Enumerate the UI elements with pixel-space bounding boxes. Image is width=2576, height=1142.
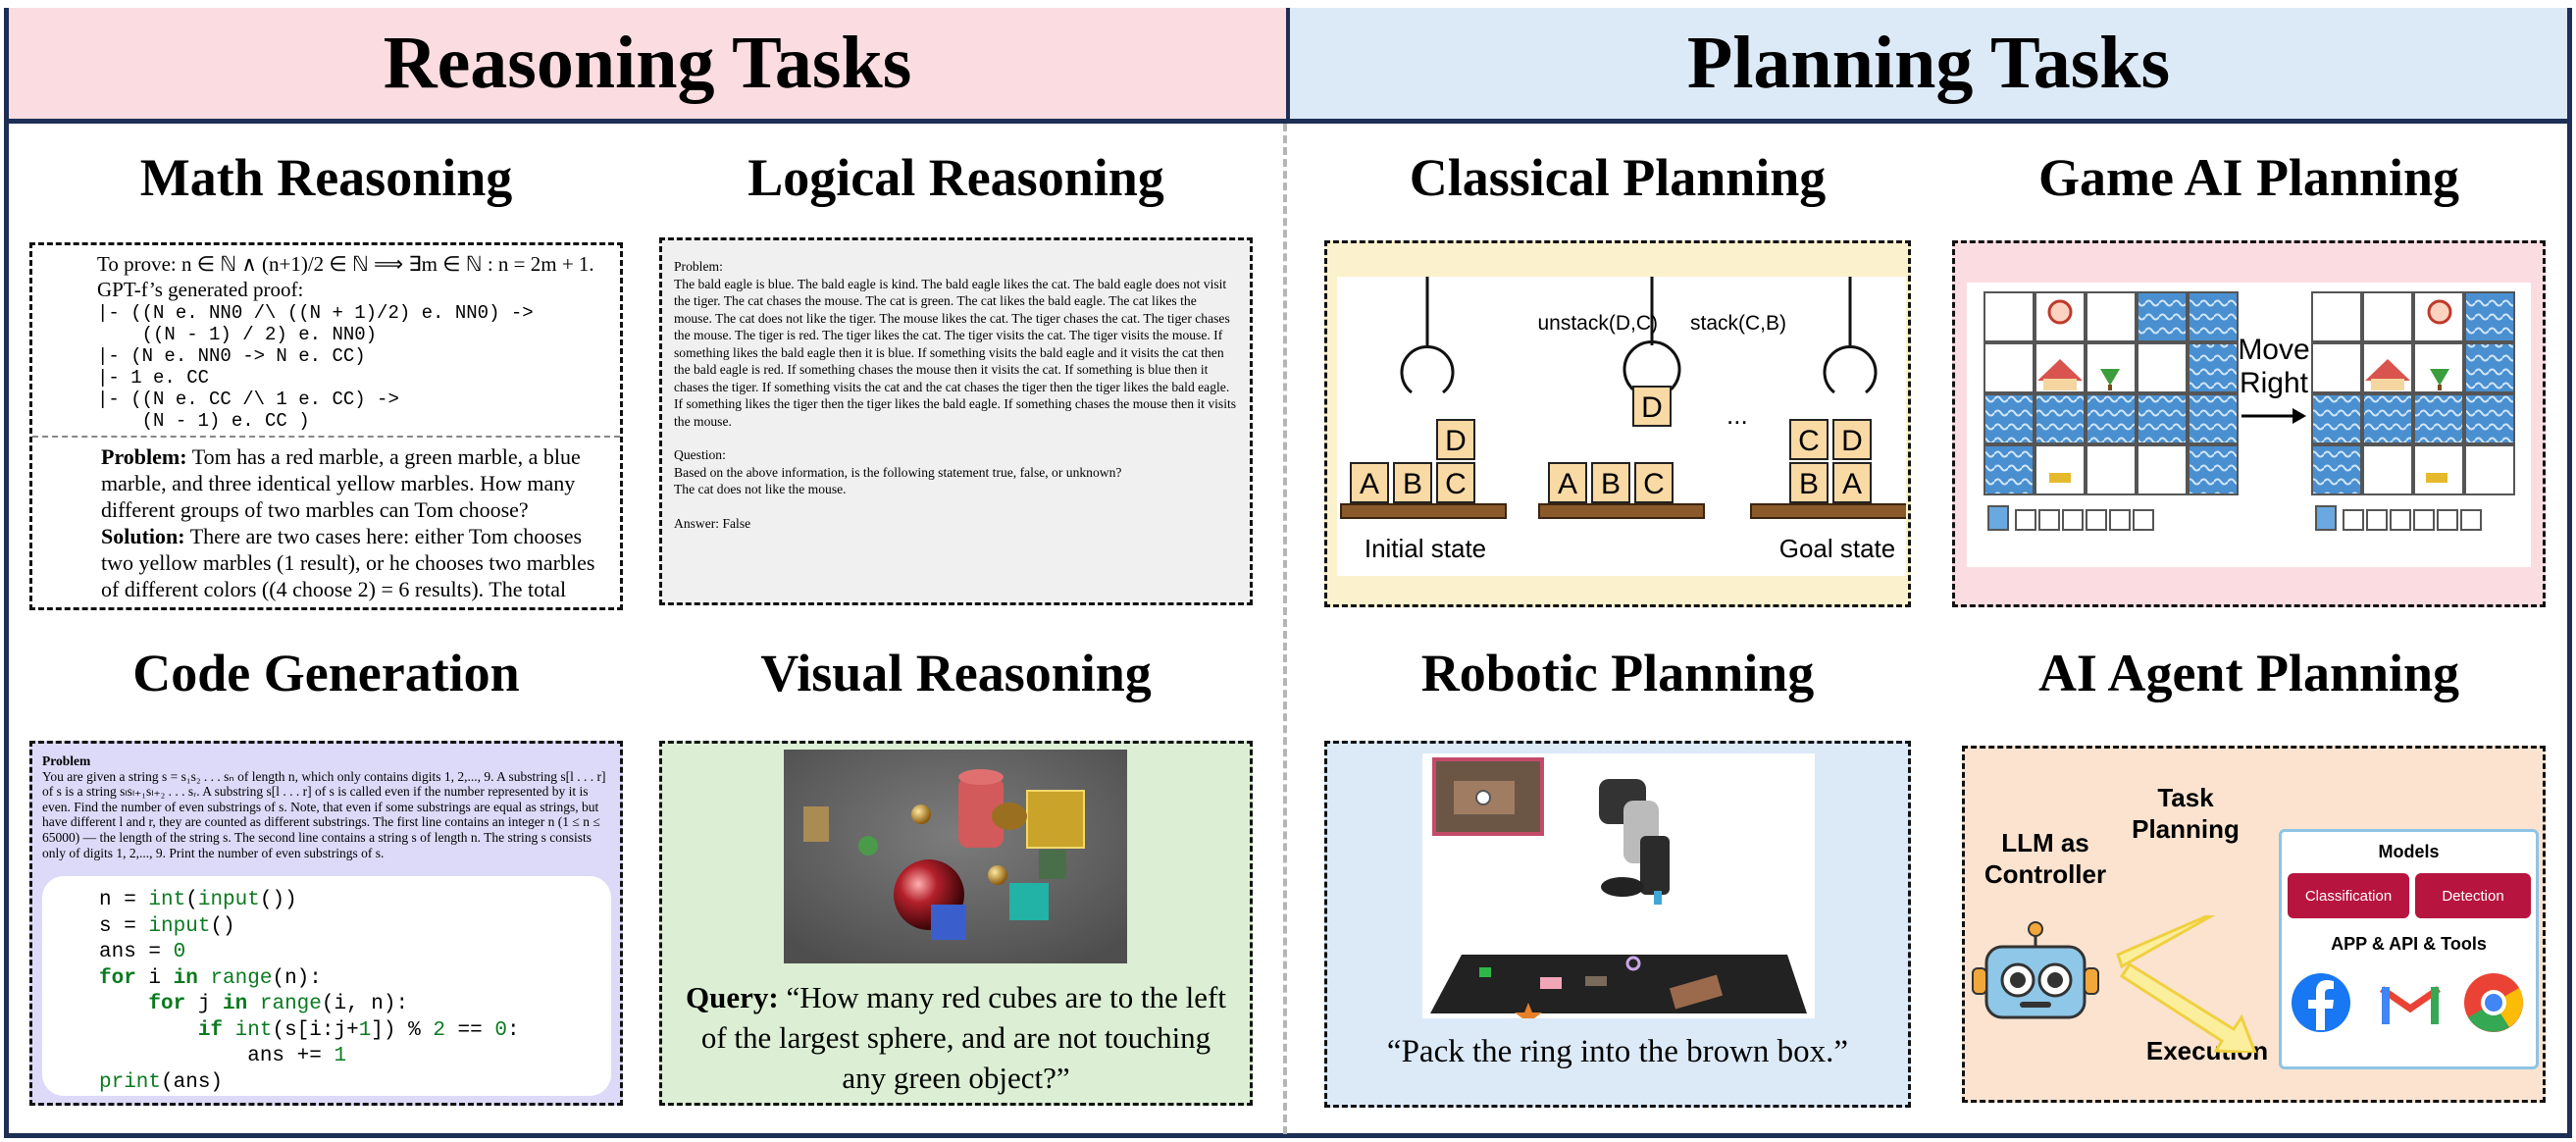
chrome-icon [2464, 973, 2523, 1032]
block-c: C [1798, 425, 1820, 457]
robot-controller-icon [1972, 915, 2257, 1053]
tools-header: APP & API & Tools [2331, 934, 2487, 954]
logic-question-label: Question: [674, 447, 726, 462]
robot-caption: “Pack the ring into the brown box.” [1386, 1034, 1849, 1069]
logic-answer: Answer: False [674, 515, 751, 531]
block-a: A [1842, 468, 1862, 500]
block-c: C [1445, 468, 1467, 500]
inventory-bar [1987, 505, 2482, 531]
title-logical: Logical Reasoning [747, 148, 1164, 207]
logic-statement: The cat does not like the mouse. [674, 482, 847, 496]
visual-panel: Query: “How many red cubes are to the le… [659, 741, 1253, 1106]
blocks-world-illustration: unstack(D,C) stack(C,B) ... A B C D D A … [1337, 277, 1906, 576]
math-proof-line: ((N - 1) / 2) e. NN0) [97, 324, 378, 345]
ellipsis: ... [1726, 400, 1748, 430]
game-grid-before [1984, 291, 2239, 495]
game-grid-illustration: Move Right [1967, 283, 2531, 567]
title-game: Game AI Planning [2037, 148, 2460, 207]
block-c: C [1643, 468, 1665, 500]
math-problem: Problem: Tom has a red marble, a green m… [101, 444, 581, 522]
models-header: Models [2378, 842, 2440, 861]
robot-scene-image [1422, 753, 1815, 1018]
title-visual: Visual Reasoning [760, 644, 1152, 702]
code-problem-text: You are given a string s = s₁s₂ . . . sₙ… [42, 768, 606, 860]
model-classification: Classification [2288, 873, 2409, 918]
game-panel: Move Right [1952, 240, 2546, 607]
section-divider [1283, 124, 1287, 1134]
block-a: A [1558, 468, 1577, 500]
move-label: Move [2238, 334, 2309, 366]
initial-state-label: Initial state [1365, 534, 1486, 563]
code-block: n = int(input()) s = input() ans = 0 for… [42, 876, 611, 1096]
models-box: Models Classification Detection APP & AP… [2279, 829, 2539, 1069]
model-detection: Detection [2415, 873, 2531, 918]
block-b: B [1799, 468, 1819, 500]
math-proof-line: |- ((N e. NN0 /\ ((N + 1)/2) e. NN0) -> [97, 302, 534, 324]
agent-panel: LLM as Controller Task Planning Executio… [1962, 746, 2546, 1103]
math-divider [32, 436, 620, 438]
robot-panel: “Pack the ring into the brown box.” [1324, 741, 1911, 1108]
block-d: D [1641, 391, 1663, 424]
gripper-3 [1823, 277, 1878, 394]
op-stack: stack(C,B) [1690, 312, 1786, 335]
facebook-icon [2292, 973, 2350, 1032]
visual-query: Query: “How many red cubes are to the le… [686, 980, 1226, 1095]
math-to-prove: To prove: n ∈ ℕ ∧ (n+1)/2 ∈ ℕ ⟹ ∃m ∈ ℕ :… [97, 252, 594, 276]
block-b: B [1601, 468, 1621, 500]
title-classical: Classical Planning [1409, 148, 1827, 207]
logic-problem-text: The bald eagle is blue. The bald eagle i… [674, 276, 1237, 429]
block-b: B [1403, 468, 1422, 500]
gmail-icon [2380, 983, 2441, 1024]
block-d: D [1445, 425, 1467, 457]
task-planning-label: Task Planning [2132, 783, 2240, 844]
title-code: Code Generation [132, 644, 520, 702]
gripper-2 [1623, 277, 1681, 392]
game-grid-after [2311, 291, 2515, 495]
game-sprites [2037, 299, 2452, 483]
math-solution: Solution: There are two cases here: eith… [101, 523, 600, 607]
math-panel: To prove: n ∈ ℕ ∧ (n+1)/2 ∈ ℕ ⟹ ∃m ∈ ℕ :… [29, 242, 623, 610]
math-proof-line: |- 1 e. CC [97, 367, 210, 389]
goal-state-label: Goal state [1779, 534, 1896, 563]
block-a: A [1360, 468, 1379, 500]
code-problem-label: Problem [42, 753, 91, 768]
planning-header: Planning Tasks [1286, 8, 2567, 124]
reasoning-header: Reasoning Tasks [9, 8, 1286, 124]
block-d: D [1841, 425, 1863, 457]
math-proof-label: GPT-f’s generated proof: [97, 278, 304, 301]
classical-panel: unstack(D,C) stack(C,B) ... A B C D D A … [1324, 240, 1911, 607]
llm-controller-label: LLM as Controller [1984, 828, 2107, 889]
title-math: Math Reasoning [139, 148, 513, 207]
math-proof-line: |- ((N e. CC /\ 1 e. CC) -> [97, 389, 399, 410]
logic-panel: Problem: The bald eagle is blue. The bal… [659, 237, 1253, 605]
logic-question-text: Based on the above information, is the f… [674, 464, 1122, 480]
title-agent: AI Agent Planning [2037, 644, 2460, 702]
math-proof-line: (N - 1) e. CC ) [97, 410, 310, 432]
code-panel: Problem You are given a string s = s₁s₂ … [29, 741, 623, 1106]
logic-problem-label: Problem: [674, 259, 723, 274]
gripper-1 [1400, 277, 1455, 394]
op-unstack: unstack(D,C) [1537, 312, 1658, 335]
clevr-scene-image [784, 750, 1127, 963]
right-label: Right [2240, 367, 2309, 399]
math-proof-line: |- (N e. NN0 -> N e. CC) [97, 345, 366, 367]
title-robotic: Robotic Planning [1420, 644, 1815, 702]
